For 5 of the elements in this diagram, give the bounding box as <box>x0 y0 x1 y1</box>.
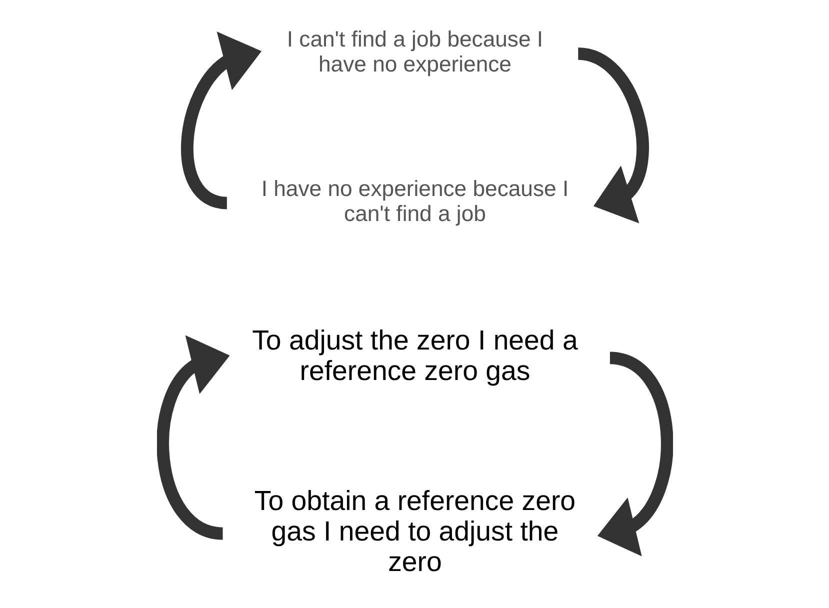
node-text: To adjust the zero I need a reference zero gas <box>252 324 578 386</box>
arrow <box>576 48 648 224</box>
node-text: I can't find a job because I have no experience <box>286 26 543 76</box>
node-text: I have no experience because I can't find a job <box>260 176 568 226</box>
node-text: To obtain a reference zero gas I need to adjust the zero <box>254 485 576 577</box>
